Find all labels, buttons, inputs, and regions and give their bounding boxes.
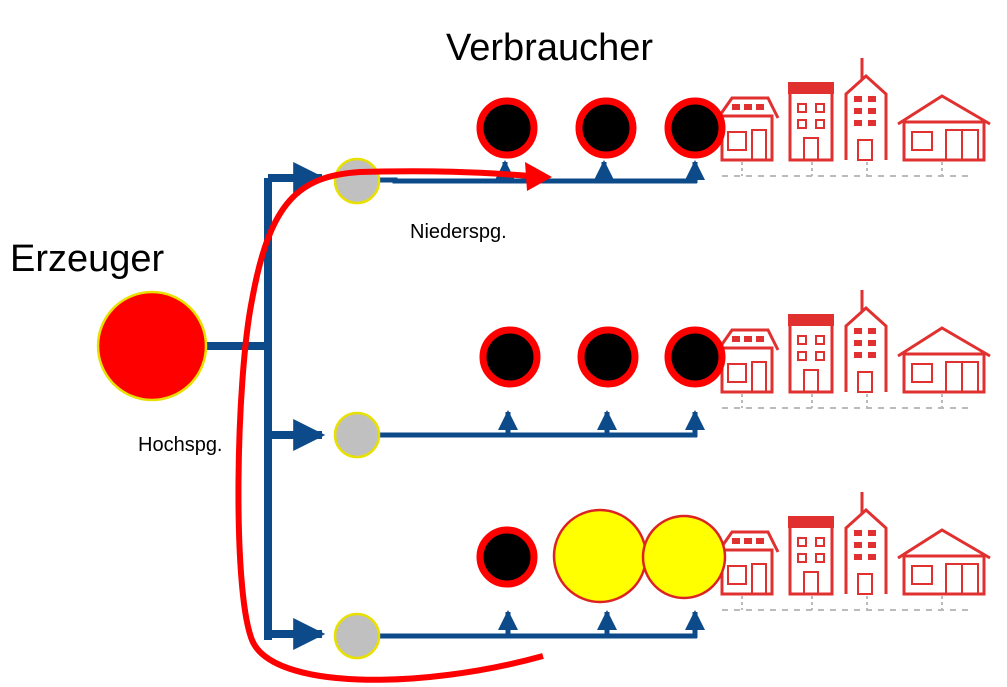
- local-generator-node: [552, 508, 648, 604]
- transformer-node-icon: [333, 612, 381, 660]
- consumer-node-icon: [575, 97, 637, 159]
- local-generator-node: [641, 514, 727, 600]
- high-voltage-label: Hochspg.: [138, 434, 223, 456]
- town-houses-icon: [716, 490, 992, 612]
- consumers-label: Verbraucher: [446, 27, 653, 69]
- consumer-node-icon: [664, 326, 726, 388]
- low-voltage-label: Niederspg.: [410, 221, 507, 243]
- transformer-node-icon: [333, 411, 381, 459]
- producer-label: Erzeuger: [10, 238, 165, 280]
- producer-node: [96, 290, 208, 402]
- town-houses-icon: [716, 56, 992, 178]
- high-voltage-bus: [205, 162, 326, 650]
- consumer-node-icon: [476, 526, 538, 588]
- consumer-node-icon: [476, 97, 538, 159]
- consumer-node-icon: [577, 326, 639, 388]
- power-flow-arrow: [235, 162, 552, 683]
- low-voltage-feeder-3: [380, 610, 705, 639]
- consumer-node-icon: [664, 97, 726, 159]
- consumer-node-icon: [479, 326, 541, 388]
- transformer-node-icon: [333, 157, 381, 205]
- low-voltage-feeder-2: [380, 410, 705, 438]
- town-houses-icon: [716, 288, 992, 410]
